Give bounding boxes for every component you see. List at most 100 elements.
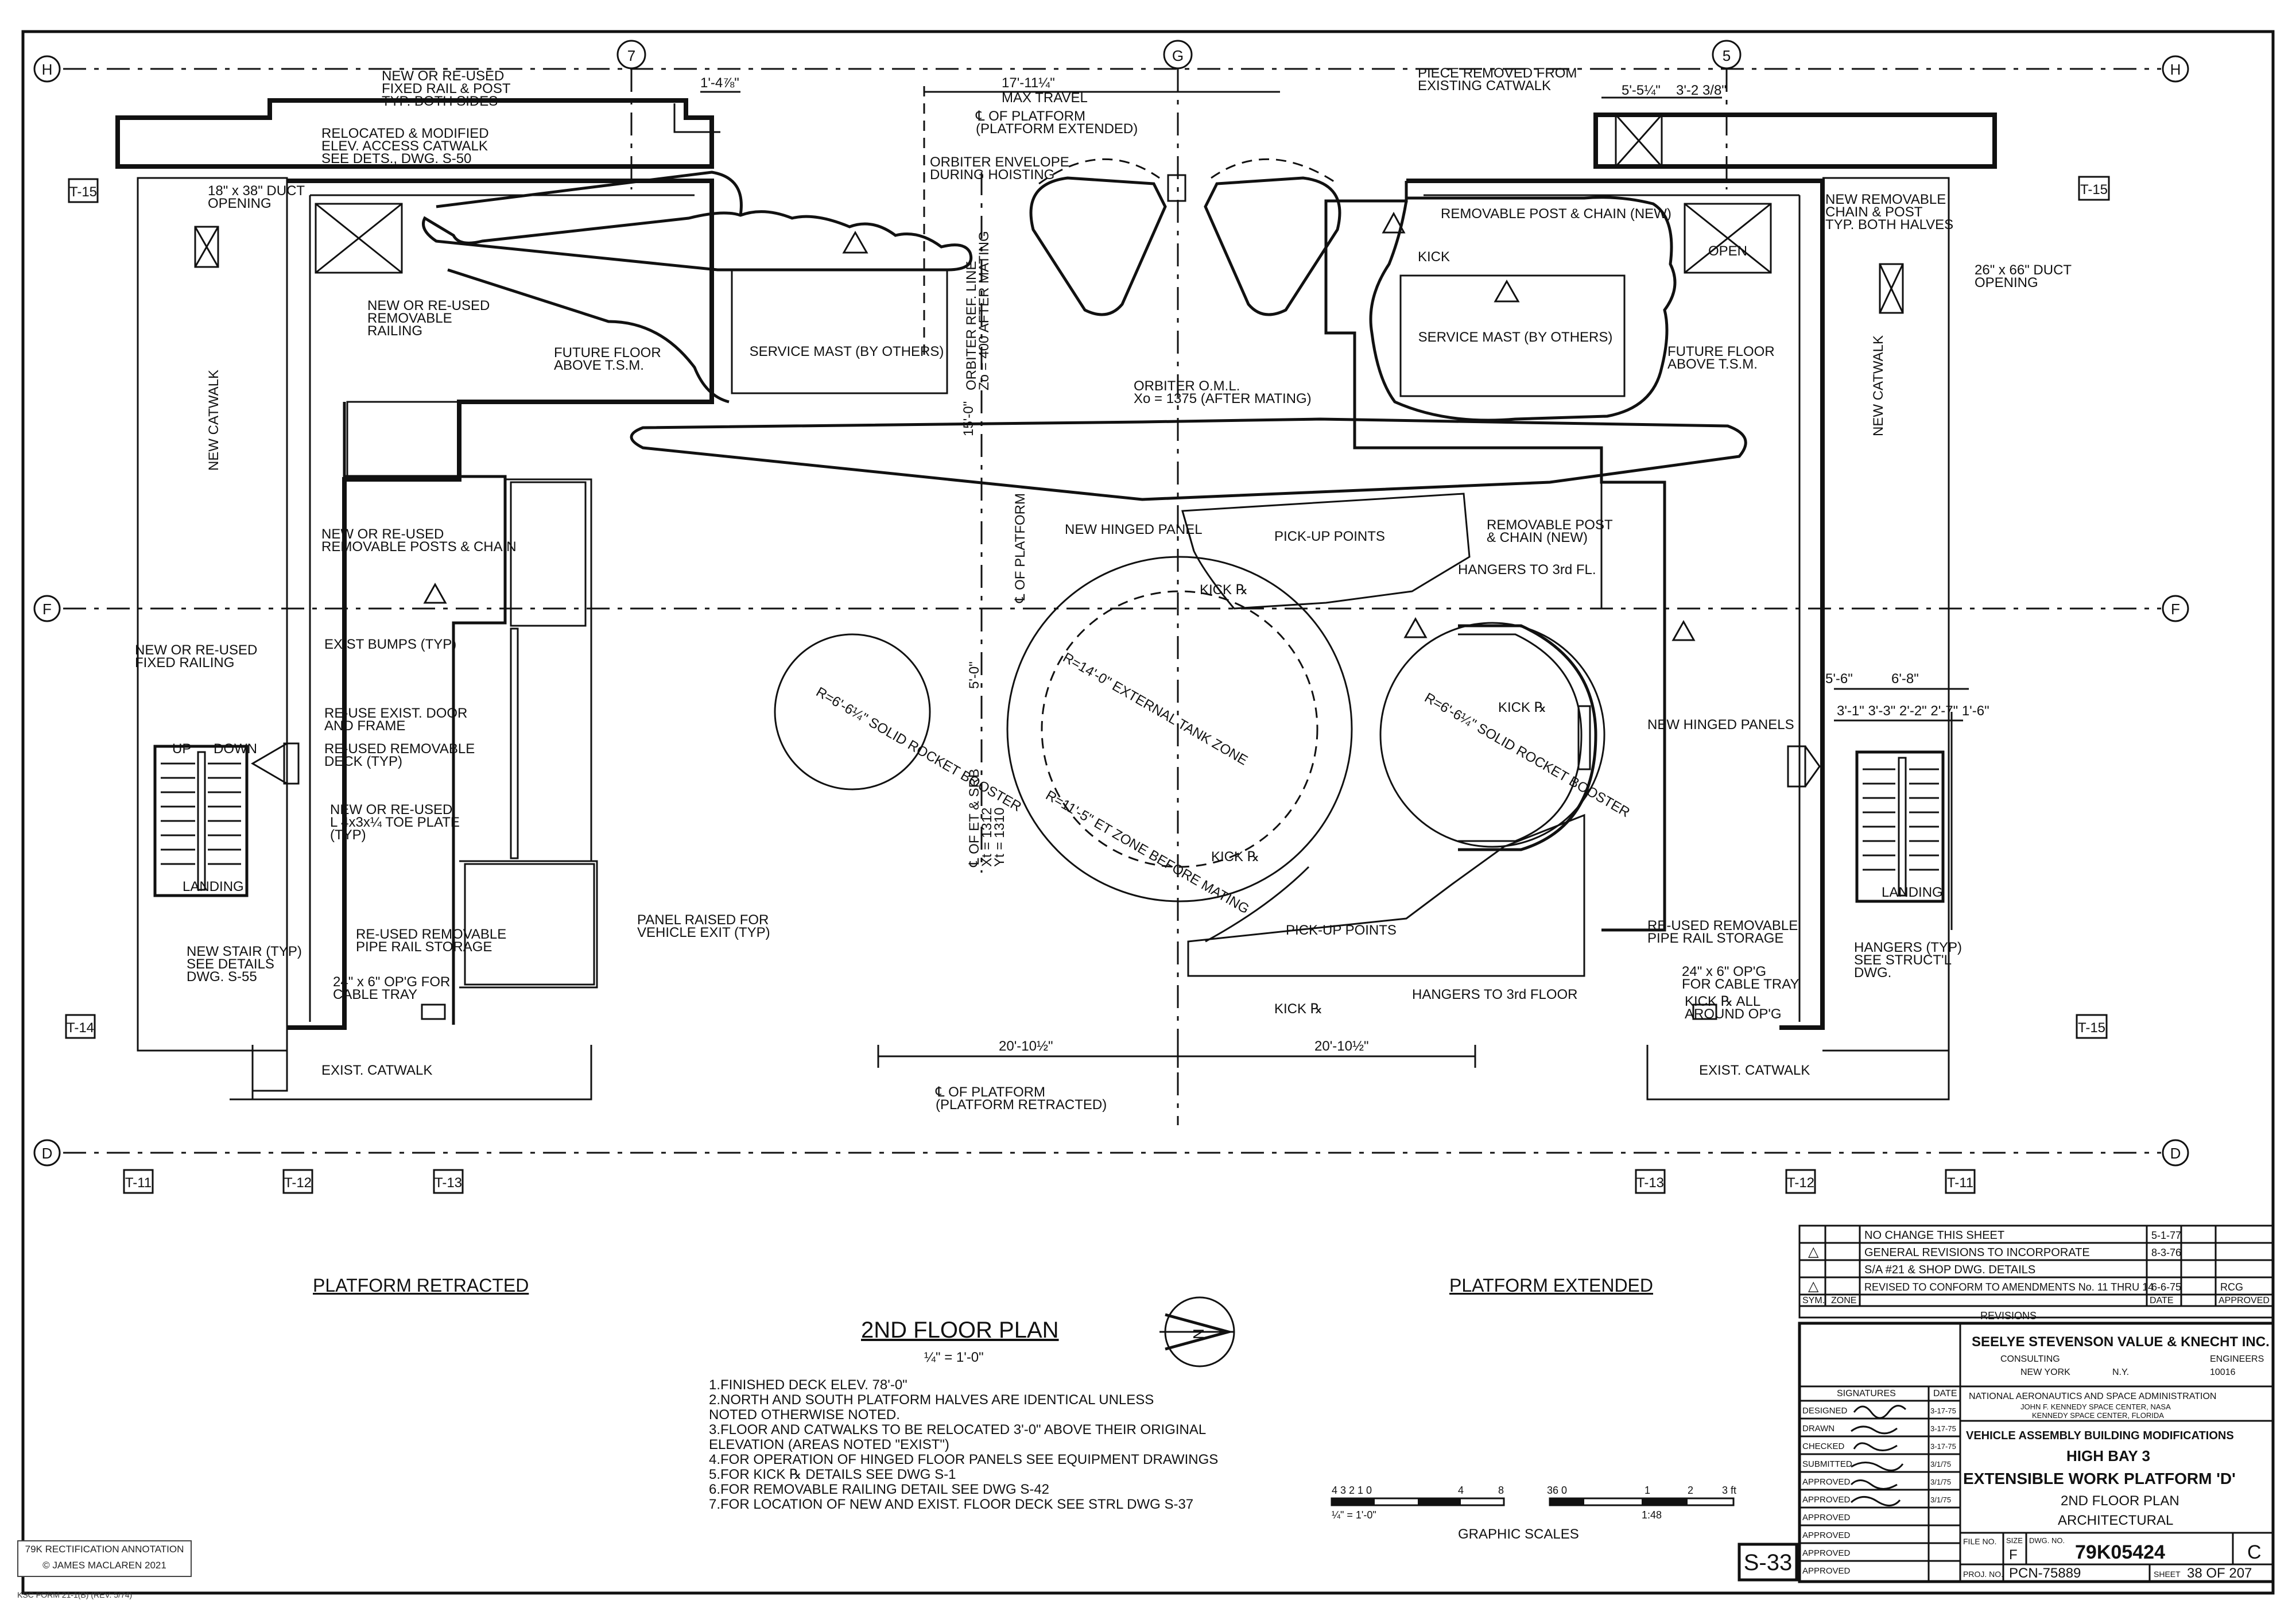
sheet-code: S-33 [1737,1543,1798,1582]
svg-text:3/1/75: 3/1/75 [1930,1495,1951,1504]
svg-text:3-17-75: 3-17-75 [1930,1424,1956,1433]
svg-text:5-1-77: 5-1-77 [2151,1230,2181,1241]
svg-text:3-17-75: 3-17-75 [1930,1442,1956,1451]
svg-text:1: 1 [1645,1485,1650,1496]
srb-left: R=6'-6¼" SOLID ROCKET BOOSTER [774,633,1024,815]
svg-text:HANGERS TO 3rd FL.: HANGERS TO 3rd FL. [1458,562,1596,578]
north-arrow-icon: N [1159,1296,1235,1367]
svg-text:△: △ [1808,1278,1819,1294]
svg-text:APPROVED: APPROVED [2219,1296,2270,1305]
dimensions [700,86,1969,1068]
svg-text:N: N [1190,1328,1207,1339]
svg-text:T-15: T-15 [69,184,97,200]
svg-text:DESIGNED: DESIGNED [1802,1406,1848,1416]
svg-text:20'-10½": 20'-10½" [999,1039,1053,1054]
svg-text:ENGINEERS: ENGINEERS [2210,1354,2264,1364]
svg-text:F: F [42,600,52,618]
svg-text:ARCHITECTURAL: ARCHITECTURAL [2058,1513,2173,1528]
svg-text:GRAPHIC SCALES: GRAPHIC SCALES [1458,1526,1579,1542]
svg-text:4 3 2 1 0: 4 3 2 1 0 [1332,1485,1372,1496]
grid-bubble-d-right: D [2162,1139,2189,1167]
svg-text:5'-5¼": 5'-5¼" [1622,83,1661,98]
sheet-border [21,30,2275,1595]
svg-text:KICK ℞: KICK ℞ [1211,849,1259,865]
svg-text:C: C [2247,1541,2262,1563]
svg-text:PROJ. NO.: PROJ. NO. [1963,1570,2003,1579]
svg-text:SIGNATURES: SIGNATURES [1837,1389,1896,1398]
svg-text:SEELYE STEVENSON VALUE & KNECH: SEELYE STEVENSON VALUE & KNECHT INC. [1972,1334,2270,1350]
svg-text:NEW HINGED PANEL: NEW HINGED PANEL [1065,522,1203,537]
svg-text:CONSULTING: CONSULTING [2000,1354,2060,1364]
svg-text:HANGERS TO 3rd FLOOR: HANGERS TO 3rd FLOOR [1412,987,1578,1002]
svg-text:3/1/75: 3/1/75 [1930,1478,1951,1486]
tag-t15-right: T-15 [2078,176,2110,201]
svg-text:3 ft: 3 ft [1722,1485,1736,1496]
rectification-stamp: 79K RECTIFICATION ANNOTATION © JAMES MAC… [17,1540,192,1577]
svg-text:3.FLOOR AND CATWALKS TO BE REL: 3.FLOOR AND CATWALKS TO BE RELOCATED 3'-… [709,1422,1206,1437]
removable-post-right-label: REMOVABLE POST& CHAIN (NEW) [1487,517,1613,545]
svg-text:NATIONAL AERONAUTICS AND SPACE: NATIONAL AERONAUTICS AND SPACE ADMINISTR… [1969,1392,2216,1401]
svg-text:RCG: RCG [2220,1281,2243,1293]
svg-text:17'-11¼": 17'-11¼" [1002,75,1055,91]
svg-text:T-11: T-11 [125,1175,152,1191]
svg-text:PCN-75889: PCN-75889 [2009,1566,2081,1581]
svg-text:2: 2 [1688,1485,1693,1496]
svg-text:6-6-75: 6-6-75 [2151,1281,2181,1293]
svg-text:HIGH BAY 3: HIGH BAY 3 [2066,1447,2150,1464]
title-block: SEELYE STEVENSON VALUE & KNECHT INC. CON… [1798,1322,2275,1583]
form-footprint: KSC FORM 21-1(B) (REV. 5/74) [17,1590,133,1599]
svg-text:¼" = 1'-0": ¼" = 1'-0" [1332,1509,1376,1521]
svg-text:H: H [2170,61,2181,78]
svg-text:VEHICLE ASSEMBLY BUILDING MODI: VEHICLE ASSEMBLY BUILDING MODIFICATIONS [1966,1429,2234,1442]
svg-text:APPROVED: APPROVED [1802,1495,1851,1505]
tag-bottom-4: T-13 [1635,1169,1666,1194]
svg-text:APPROVED: APPROVED [1802,1513,1851,1522]
svg-text:5.FOR KICK ℞ DETAILS SEE DWG S: 5.FOR KICK ℞ DETAILS SEE DWG S-1 [709,1467,956,1482]
svg-text:S/A #21 & SHOP DWG. DETAILS: S/A #21 & SHOP DWG. DETAILS [1864,1264,2035,1276]
svg-text:NEW HINGED PANELS: NEW HINGED PANELS [1647,717,1794,733]
svg-text:D: D [2170,1145,2181,1162]
stamp-line-2: © JAMES MACLAREN 2021 [42,1560,166,1571]
grid-bubble-f-left: F [33,595,61,622]
svg-text:MAX TRAVEL: MAX TRAVEL [1002,90,1088,106]
cl-platform-retracted-label: ℄ OF PLATFORM(PLATFORM RETRACTED) [935,1084,1107,1113]
svg-text:3-17-75: 3-17-75 [1930,1406,1956,1415]
svg-text:EXIST. CATWALK: EXIST. CATWALK [1699,1063,1810,1078]
svg-text:4: 4 [1458,1485,1464,1496]
svg-text:5: 5 [1723,47,1731,64]
svg-text:N.Y.: N.Y. [2112,1367,2129,1377]
svg-text:T-15: T-15 [2080,182,2108,197]
top-left-catwalk [115,98,720,169]
svg-text:SYM.: SYM. [1802,1296,1825,1305]
svg-text:10016: 10016 [2210,1367,2236,1377]
svg-text:6.FOR REMOVABLE RAILING DETAIL: 6.FOR REMOVABLE RAILING DETAIL SEE DWG S… [709,1482,1049,1497]
platform-extended-title: PLATFORM EXTENDED [1449,1275,1653,1296]
svg-text:20'-10½": 20'-10½" [1314,1039,1369,1054]
svg-text:CHECKED: CHECKED [1802,1442,1845,1451]
svg-text:2.NORTH AND SOUTH PLATFORM HAL: 2.NORTH AND SOUTH PLATFORM HALVES ARE ID… [709,1392,1154,1408]
svg-text:8-3-76: 8-3-76 [2151,1247,2181,1258]
svg-text:REMOVABLE POST & CHAIN (NEW): REMOVABLE POST & CHAIN (NEW) [1441,206,1671,222]
stamp-line-1: 79K RECTIFICATION ANNOTATION [25,1544,184,1555]
grid-bubble-f-right: F [2162,595,2189,622]
svg-text:T-12: T-12 [1787,1175,1814,1191]
svg-text:LANDING: LANDING [1882,885,1943,900]
tag-t14-left: T-14 [65,1014,96,1039]
svg-text:KICK ℞: KICK ℞ [1274,1001,1322,1017]
svg-text:3'-2 3/8": 3'-2 3/8" [1676,83,1727,98]
svg-text:NEW YORK: NEW YORK [2020,1367,2070,1377]
